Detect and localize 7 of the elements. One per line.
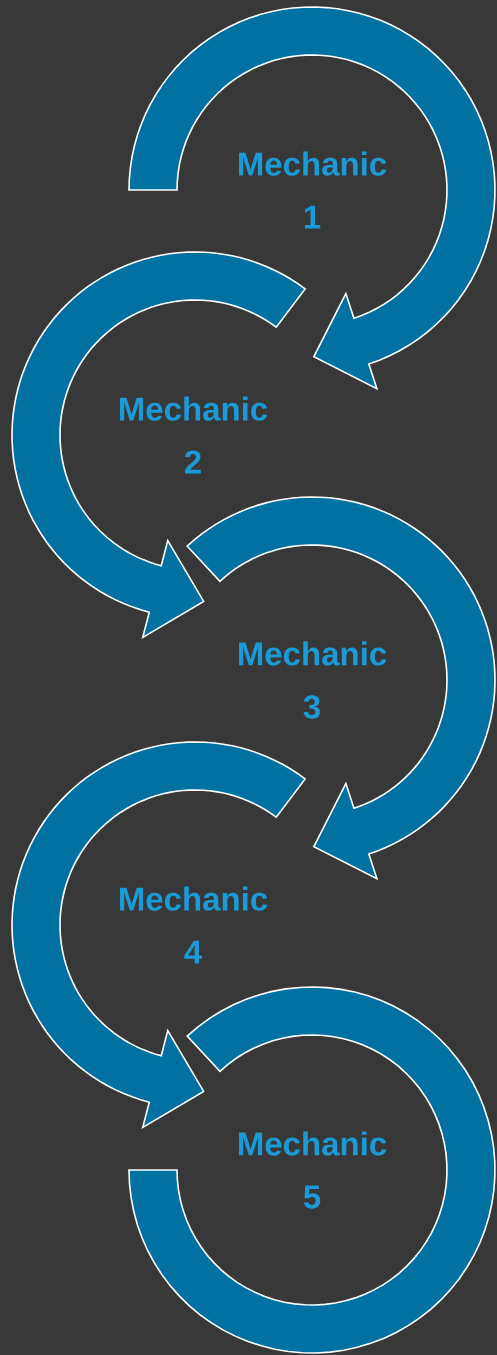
node-label: Mechanic 3 bbox=[239, 641, 387, 719]
curved-arrow bbox=[128, 6, 496, 391]
curved-arrow bbox=[186, 496, 496, 881]
node-label: Mechanic 1 bbox=[239, 151, 387, 229]
node-label: Mechanic 4 bbox=[120, 886, 268, 964]
node-label: Mechanic 5 bbox=[239, 1131, 387, 1209]
node-label: Mechanic 2 bbox=[120, 396, 268, 474]
